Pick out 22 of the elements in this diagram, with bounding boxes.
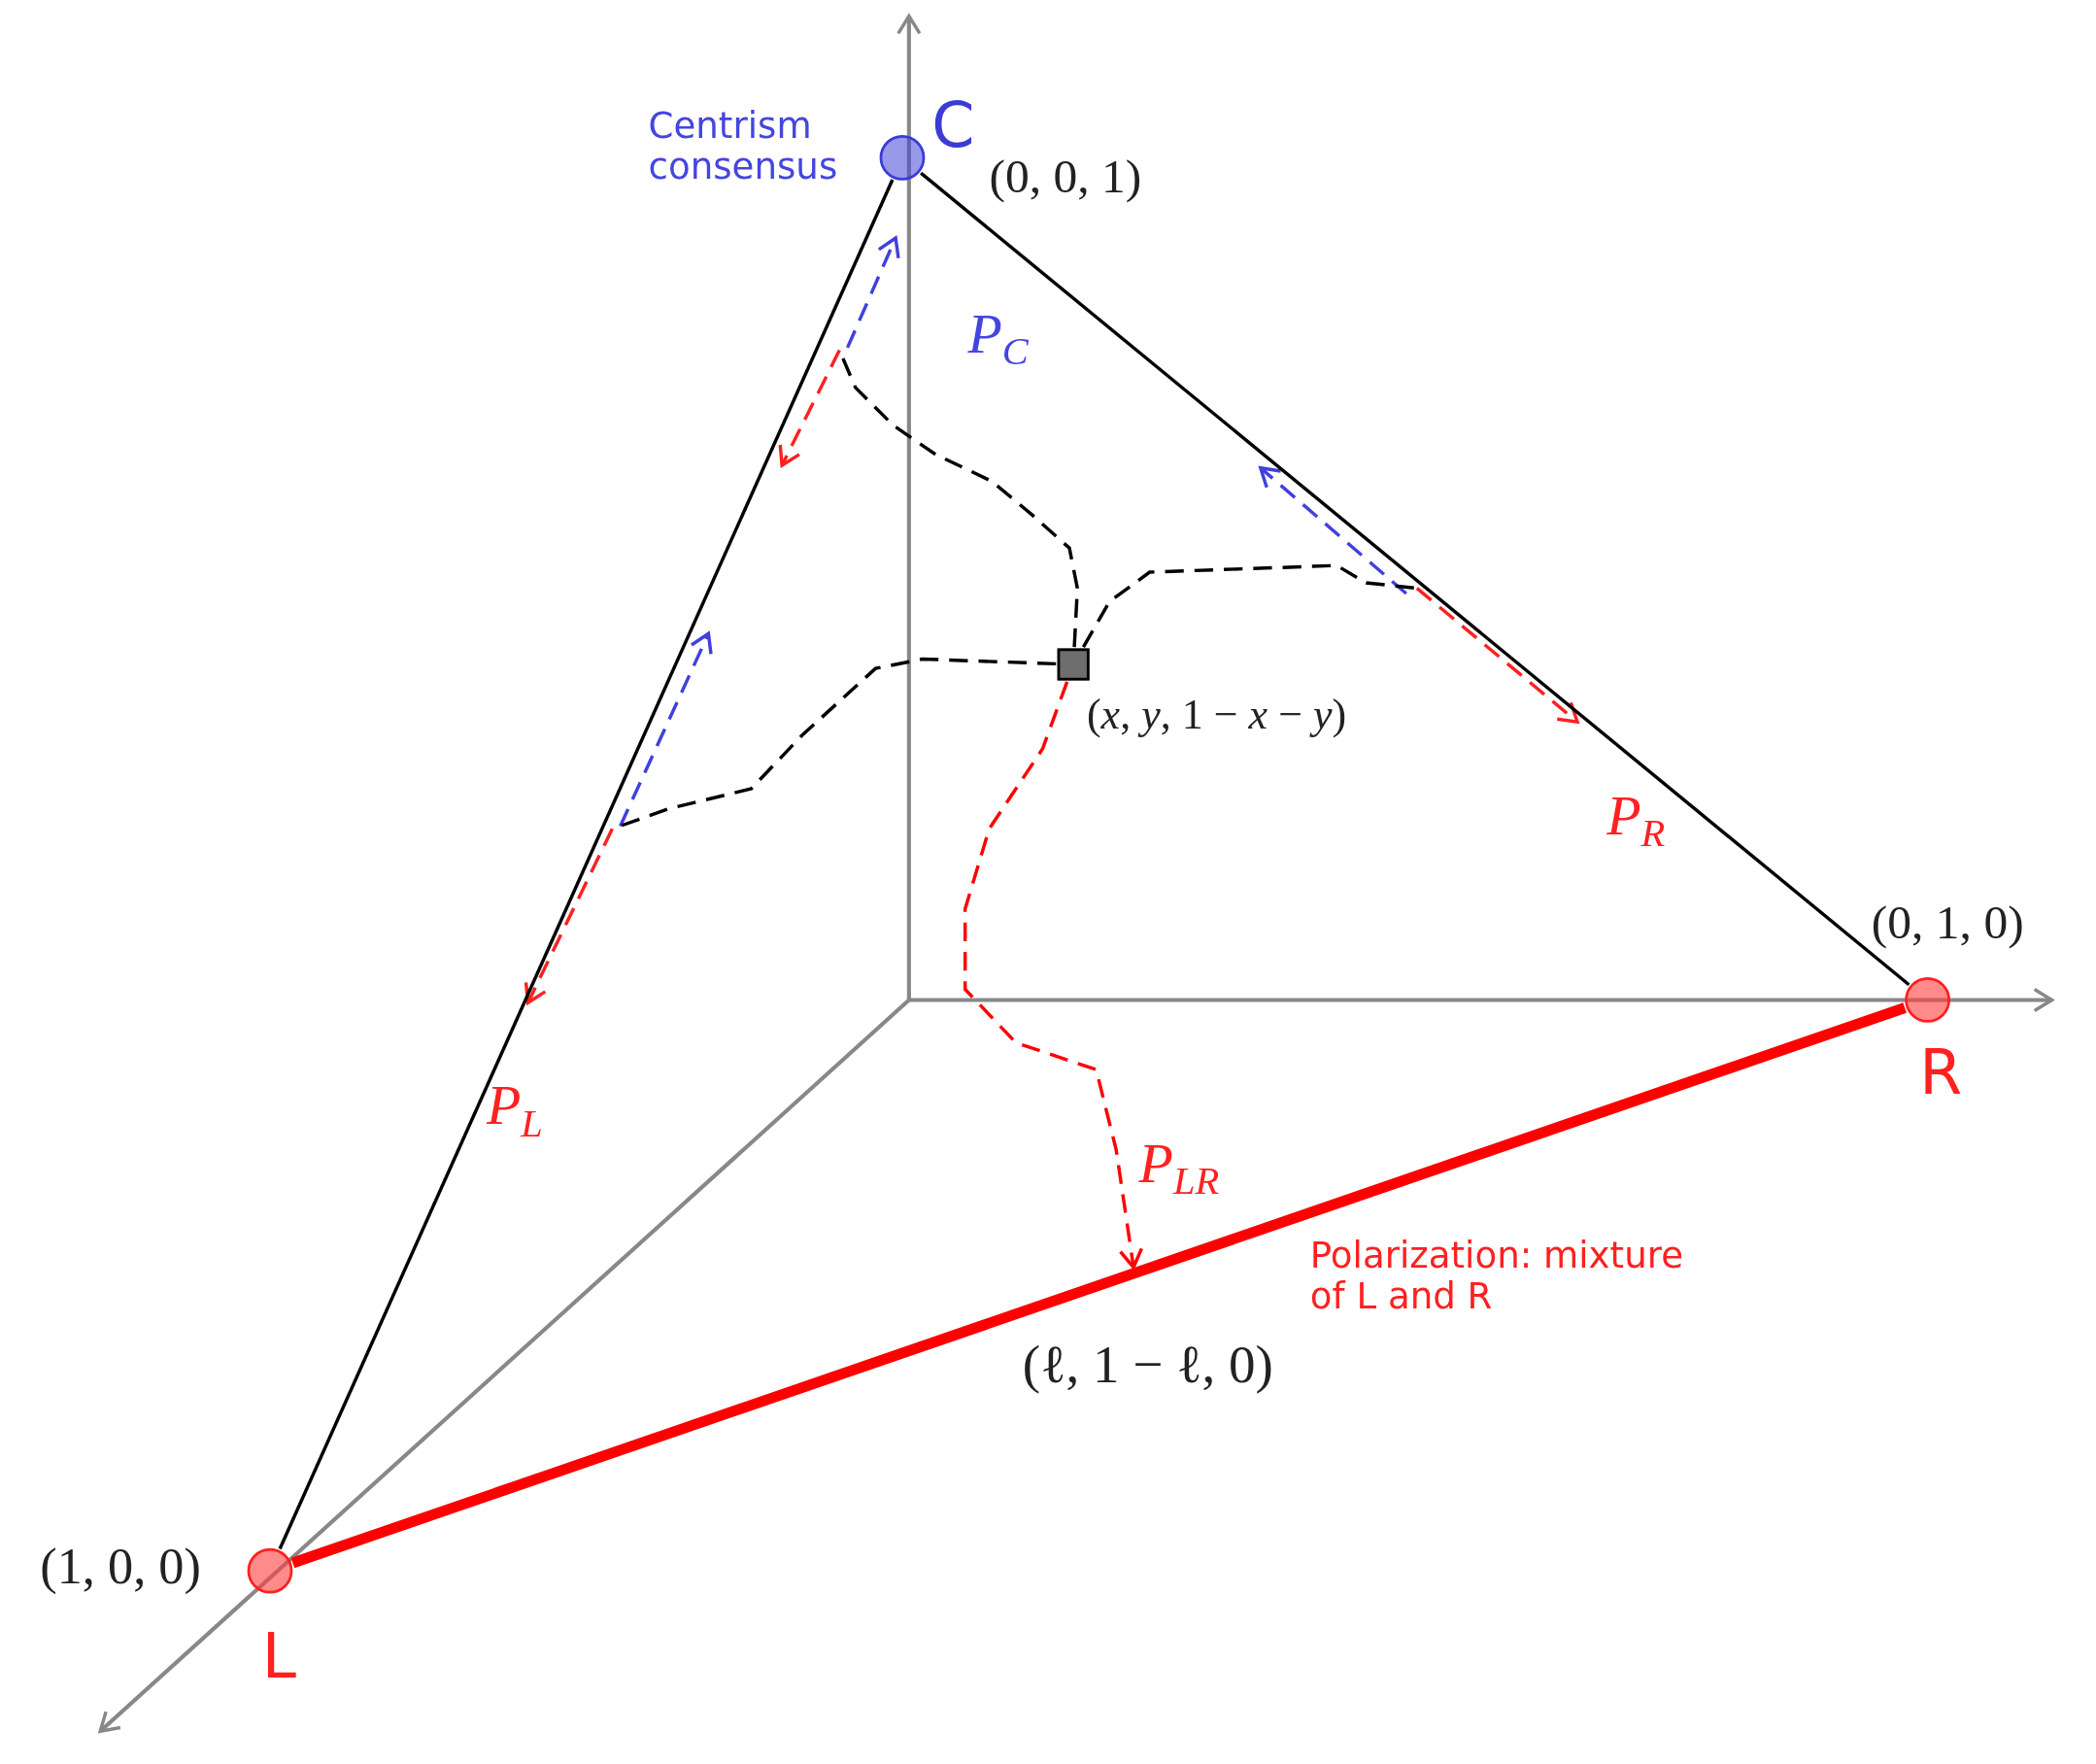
point-square: [1057, 648, 1090, 681]
path-label: P$_{C}$: [967, 302, 1029, 375]
path-label: P$_{L}$: [486, 1073, 543, 1146]
vertex-circle: [1905, 977, 1950, 1023]
vertex-label: C: [931, 90, 975, 162]
vertex-circle: [247, 1547, 293, 1594]
vertex-label: R: [1919, 1037, 1963, 1108]
triangle-side: [278, 179, 895, 1550]
triangle-side: [920, 171, 1910, 987]
coordinate-label: (0, 0, 1): [989, 150, 1142, 206]
coordinate-label: (ℓ, 1 − ℓ, 0): [1022, 1334, 1273, 1396]
annotation-text: Centrism consensus: [648, 104, 839, 187]
path-label: P$_{LR}$: [1138, 1131, 1220, 1204]
coordinate-label: (0, 1, 0): [1871, 896, 2024, 952]
coordinate-label: (1, 0, 0): [40, 1537, 201, 1596]
path-label: P$_{R}$: [1606, 783, 1666, 857]
coordinate-label: (x, y, 1 − x − y): [1086, 690, 1347, 739]
dashed-path: [963, 681, 1144, 1270]
vertex-label: L: [261, 1621, 297, 1693]
triangle-side: [290, 1002, 1907, 1569]
annotation-text: Polarization: mixture of L and R: [1309, 1234, 1684, 1317]
vertex-circle: [879, 135, 926, 181]
